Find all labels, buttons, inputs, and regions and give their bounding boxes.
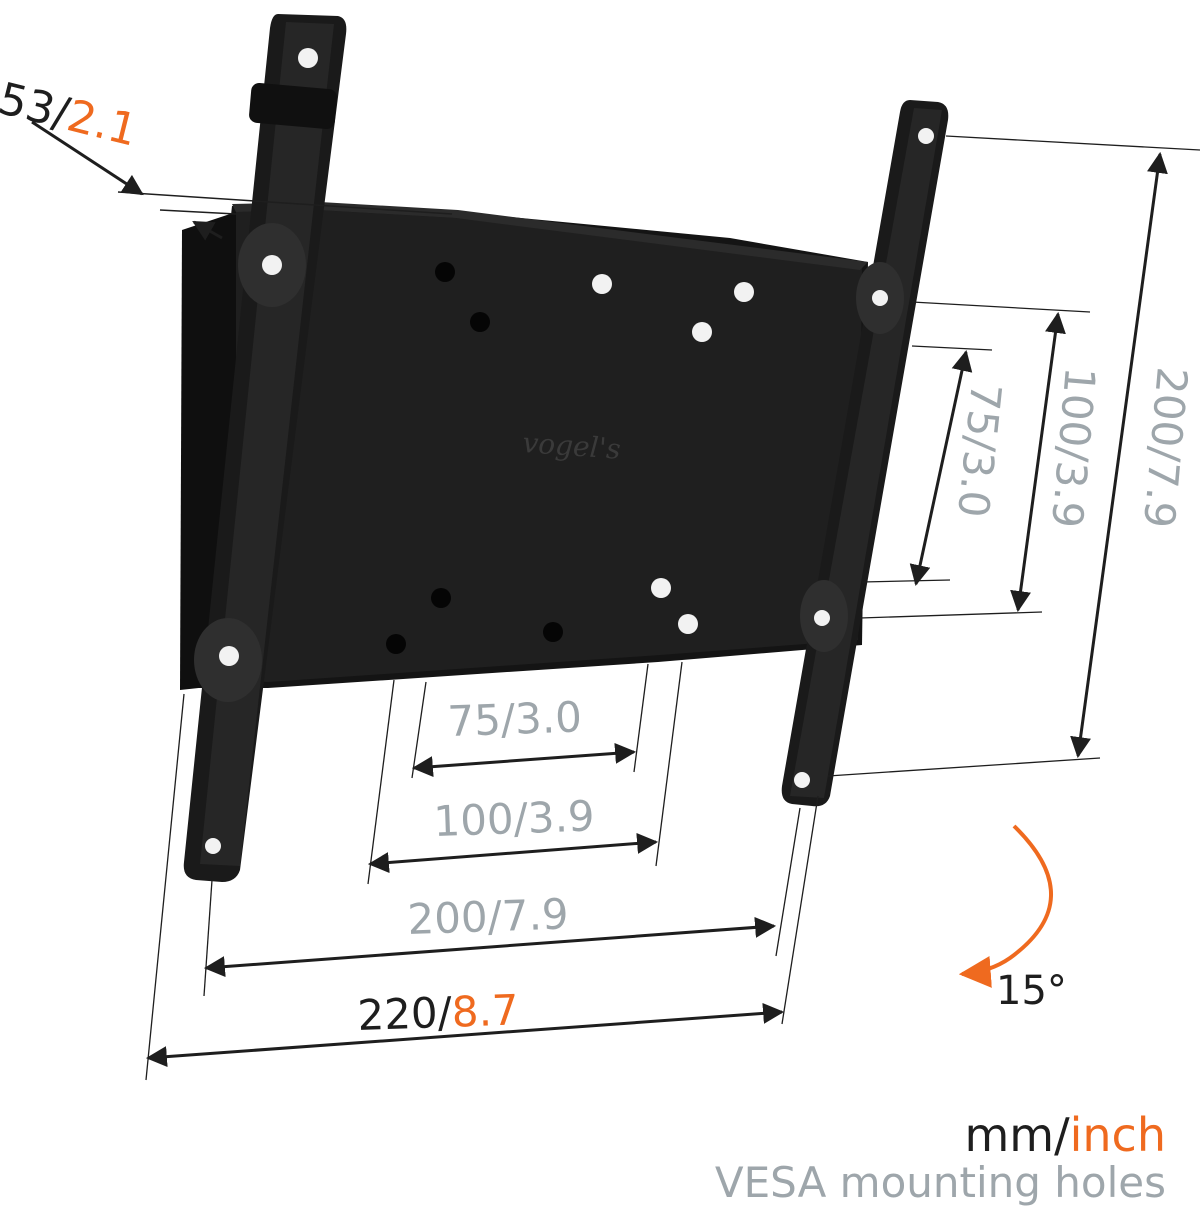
horizontal-dimensions: 75/3.0 100/3.9 200/7.9 220/8.7 bbox=[145, 661, 819, 1081]
vesa-hole bbox=[386, 634, 406, 654]
horizontal-200-label: 200/7.9 bbox=[407, 889, 570, 944]
arm-hole bbox=[298, 48, 318, 68]
right-arm bbox=[781, 100, 949, 807]
vertical-200-label: 200/7.9 bbox=[1134, 365, 1197, 530]
vesa-hole bbox=[592, 274, 612, 294]
vesa-hole bbox=[734, 282, 754, 302]
arm-hole bbox=[205, 838, 221, 854]
horizontal-220-label: 220/8.7 bbox=[357, 985, 520, 1040]
vertical-75-label: 75/3.0 bbox=[948, 381, 1011, 520]
vesa-hole bbox=[543, 622, 563, 642]
vertical-100-label: 100/3.9 bbox=[1042, 365, 1105, 530]
arm-hole bbox=[262, 255, 282, 275]
left-arm bbox=[183, 14, 347, 882]
units-mm: mm/ bbox=[964, 1108, 1070, 1162]
arm-hole bbox=[219, 646, 239, 666]
vesa-hole bbox=[692, 322, 712, 342]
vesa-holes bbox=[386, 262, 754, 654]
units-inch: inch bbox=[1069, 1108, 1166, 1162]
tilt-angle-label: 15° bbox=[996, 968, 1067, 1014]
tilt-indicator bbox=[958, 824, 1053, 988]
brand-logo: vogel's bbox=[522, 426, 622, 466]
units-legend: mm/inch bbox=[964, 1108, 1166, 1162]
vesa-hole bbox=[678, 614, 698, 634]
vesa-caption: VESA mounting holes bbox=[714, 1158, 1166, 1207]
vesa-hole bbox=[651, 578, 671, 598]
depth-label: 53/2.1 bbox=[0, 73, 142, 157]
tilt-arrow-icon bbox=[958, 824, 1053, 988]
arm-hole bbox=[872, 290, 888, 306]
arm-hole bbox=[814, 610, 830, 626]
horizontal-100-label: 100/3.9 bbox=[433, 791, 596, 846]
horizontal-75-label: 75/3.0 bbox=[447, 692, 583, 746]
arm-hole bbox=[794, 772, 810, 788]
arm-hole bbox=[918, 128, 934, 144]
vesa-hole bbox=[435, 262, 455, 282]
vesa-hole bbox=[431, 588, 451, 608]
vesa-hole bbox=[470, 312, 490, 332]
